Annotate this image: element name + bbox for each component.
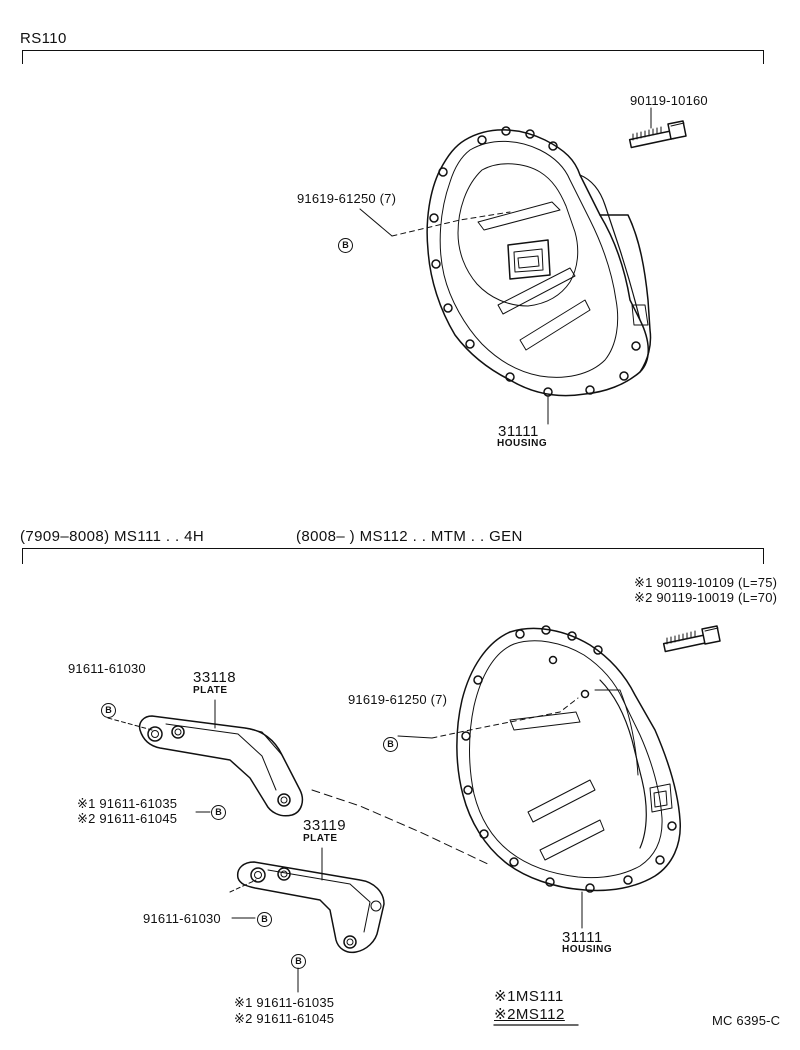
section2-title-right: (8008– ) MS112 . . MTM . . GEN [296,528,523,545]
section2-title-left: (7909–8008) MS111 . . 4H [20,528,205,545]
plate-icon [107,699,304,817]
section2-housing-name: HOUSING [562,944,613,955]
legend-ms111: ※1MS111 [494,988,564,1005]
section2-bracket-right [763,548,764,564]
plate1-alt-part-2: ※2 91611-61045 [77,811,178,826]
bolt-icon [662,625,721,653]
housing-icon [456,625,681,929]
section2-bolt-part-2: ※2 90119-10019 (L=70) [634,590,778,605]
section2-bracket-left [22,548,23,564]
bolt-icon [628,107,687,149]
section1-bolt-part: 90119-10160 [630,93,708,108]
plate1-bolt-part: 91611-61030 [68,661,146,676]
footer-code: MC 6395-C [712,1013,781,1028]
section1-title: RS110 [20,30,67,47]
plate1-alt-mark: B [211,805,226,820]
plate2-bolt-part: 91611-61030 [143,911,221,926]
plate2-name: PLATE [303,833,338,844]
section1-bracket-right [763,50,764,64]
plate-icon [229,847,385,993]
section2-clip-part: 91619-61250 (7) [348,692,448,707]
section2-clip-mark: B [383,737,398,752]
plate1-name: PLATE [193,685,228,696]
housing-icon [426,126,652,425]
section1-housing-number: 31111 [498,423,539,440]
legend-ms112: ※2MS112 [494,1006,565,1023]
plate2-alt-part-1: ※1 91611-61035 [234,995,335,1010]
plate1-alt-part-1: ※1 91611-61035 [77,796,178,811]
section2-housing-number: 31111 [562,929,603,946]
plate1-number: 33118 [193,669,237,686]
plate2-number: 33119 [303,817,347,834]
section1-clip-part: 91619-61250 (7) [297,191,397,206]
section2-bracket-line [22,548,764,549]
section1-housing-name: HOUSING [497,438,548,449]
section1-bracket-left [22,50,23,64]
plate2-alt-part-2: ※2 91611-61045 [234,1011,335,1026]
section1-bracket-line [22,50,764,51]
plate1-bolt-mark: B [101,703,116,718]
section1-clip-mark: B [338,238,353,253]
plate2-bolt-mark: B [257,912,272,927]
section2-bolt-part-1: ※1 90119-10109 (L=75) [634,575,778,590]
